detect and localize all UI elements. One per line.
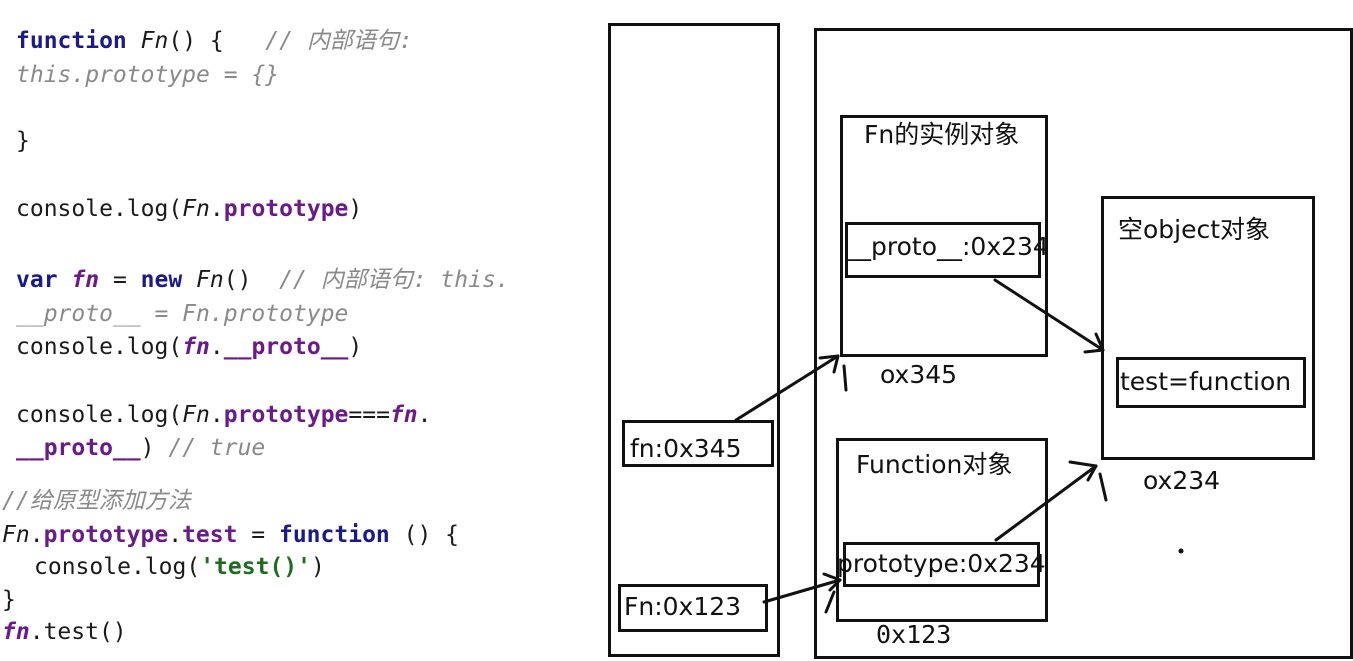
function-address: 0x123 [876, 620, 952, 649]
code-line-11: Fn.prototype.test = function () { [2, 522, 460, 548]
instance-object-title: Fn的实例对象 [864, 120, 1020, 149]
code-line-14: fn.test() [2, 619, 127, 645]
code-line-4: console.log(Fn.prototype) [16, 196, 363, 222]
empty-object-box [1101, 196, 1315, 460]
code-panel: function Fn() { // 内部语句: this.prototype … [0, 0, 600, 661]
arrow-prototype-to-empty-object [994, 460, 1108, 542]
function-proto-box [843, 542, 1040, 587]
function-object-title: Function对象 [856, 450, 1013, 479]
arrow-fn-to-instance [734, 354, 848, 422]
instance-proto-box [845, 222, 1041, 278]
code-line-1: function Fn() { // 内部语句: [16, 28, 413, 54]
code-line-6: __proto__ = Fn.prototype [16, 301, 349, 327]
function-object-box [836, 438, 1048, 622]
code-line-3: } [16, 128, 30, 154]
code-line-13: } [2, 587, 16, 613]
heap-area [814, 28, 1353, 659]
arrow-Fn-to-function-object [762, 572, 842, 614]
code-line-7: console.log(fn.__proto__) [16, 334, 363, 360]
code-line-10: //给原型添加方法 [2, 488, 191, 514]
empty-object-address: ox234 [1143, 466, 1221, 495]
var-Fn-label: Fn:0x123 [624, 592, 742, 621]
code-line-8: console.log(Fn.prototype===fn. [16, 402, 432, 428]
var-Fn-box [618, 584, 768, 632]
stray-dot [1178, 548, 1184, 554]
code-line-9: __proto__) // true [16, 435, 266, 461]
stack-area [608, 23, 780, 657]
instance-address: ox345 [880, 360, 958, 389]
function-proto-label: prototype:0x234 [837, 549, 1046, 578]
arrow-proto-to-empty-object [993, 278, 1105, 354]
var-fn-box [622, 420, 774, 467]
instance-proto-label: __proto__:0x234 [846, 232, 1049, 261]
instance-object-box [840, 115, 1048, 357]
empty-object-prop-label: test=function [1120, 367, 1292, 396]
code-line-5: var fn = new Fn() // 内部语句: this. [16, 267, 510, 293]
code-line-12: console.log('test()') [34, 554, 325, 580]
empty-object-title: 空object对象 [1118, 215, 1271, 244]
var-fn-label: fn:0x345 [630, 434, 742, 463]
code-line-2: this.prototype = {} [16, 62, 280, 88]
empty-object-prop-box [1116, 357, 1306, 408]
